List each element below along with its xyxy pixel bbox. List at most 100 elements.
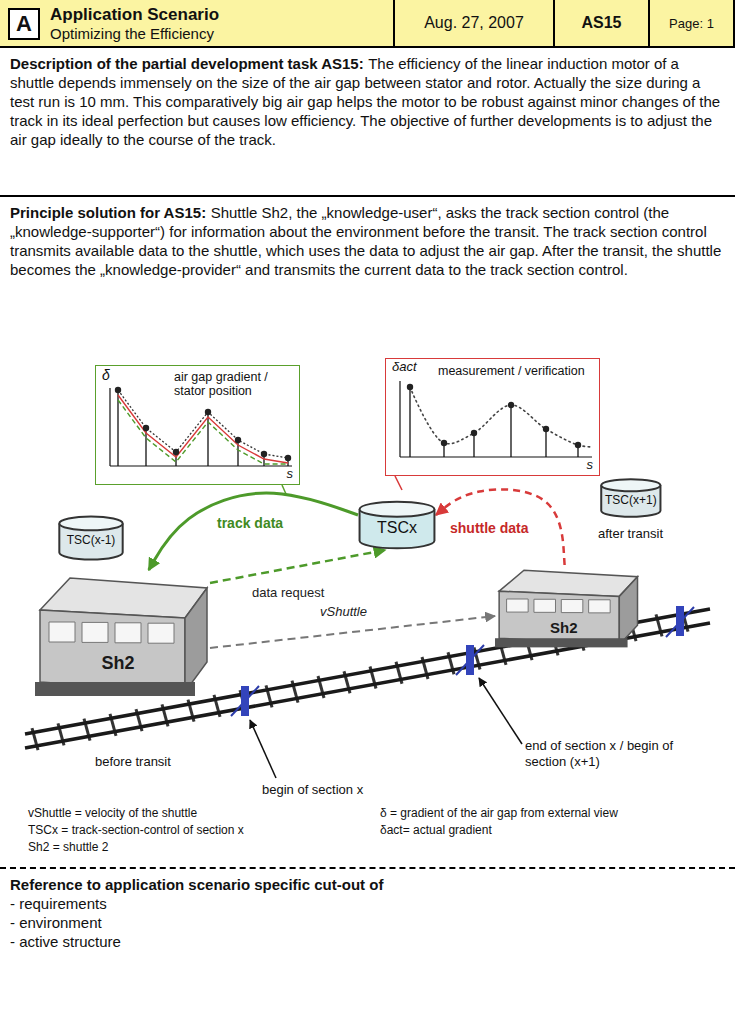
node-label: TSCx [377, 519, 417, 537]
connector-label: vShuttle [318, 604, 369, 620]
stem [545, 429, 546, 457]
pointer-arrow [479, 678, 522, 744]
shuttle-window [534, 599, 556, 612]
legend-definition: TSCx = track-section-control of section … [28, 823, 244, 837]
air-gap-chart: δ air gap gradient / stator position s [95, 365, 300, 485]
shuttle-window [148, 623, 174, 643]
shuttle-window [561, 600, 583, 613]
date-cell: Aug. 27, 2007 [395, 0, 555, 48]
section-line [666, 607, 694, 637]
node-label: Sh2 [102, 653, 135, 674]
section-line [231, 686, 259, 716]
chart-text: air gap gradient / stator position [174, 370, 296, 399]
shuttle-window [49, 622, 75, 642]
chart-text: s [587, 458, 594, 473]
legend-definition: δ = gradient of the air gap from externa… [380, 806, 618, 820]
shuttle-chassis [495, 638, 628, 647]
data-point [407, 384, 413, 390]
data-point [471, 430, 477, 436]
annotation-label: end of section x / begin of section (x+1… [525, 738, 690, 769]
shuttle-window [589, 600, 611, 613]
title-cell: Application ScenarioOptimizing the Effic… [0, 0, 395, 48]
node-label: Sh2 [550, 619, 578, 636]
pointer-arrow [250, 720, 276, 778]
axis [110, 465, 292, 466]
node-label: AS15 [581, 14, 621, 32]
stator-marker [241, 686, 249, 716]
description-section: Description of the partial development t… [0, 48, 735, 197]
cylinder-top [601, 479, 660, 491]
stem [409, 387, 410, 457]
section-text: - active structure [10, 932, 725, 951]
shuttle-window [507, 599, 529, 612]
axis [400, 456, 592, 457]
connector-label: data request [250, 585, 326, 601]
data-point [543, 426, 549, 432]
stator-marker [466, 645, 474, 675]
data-point [235, 437, 241, 443]
legend-definition: Sh2 = shuttle 2 [28, 840, 108, 854]
legend-definition: δact= actual gradient [380, 823, 492, 837]
shuttle-drawing [35, 570, 210, 700]
node-label: Application Scenario [50, 5, 219, 25]
shuttle-face [619, 577, 637, 645]
axis [399, 381, 400, 457]
data-point [285, 455, 291, 461]
gradient-line [118, 390, 288, 458]
gradient-line [118, 395, 288, 463]
gradient-line [118, 400, 288, 464]
node-label: TSC(x-1) [67, 533, 116, 547]
data-point [143, 425, 149, 431]
shuttle-face [185, 588, 207, 692]
page-cell: Page: 1 [650, 0, 735, 48]
node-label: Aug. 27, 2007 [424, 14, 524, 32]
data-point [205, 409, 211, 415]
scenario-letter-box: A [8, 8, 40, 40]
connector-label: shuttle data [448, 520, 531, 537]
stem [510, 405, 511, 457]
chart-text: δ [102, 367, 110, 383]
data-point [508, 402, 514, 408]
id-cell: AS15 [555, 0, 650, 48]
section-heading: Principle solution for AS15: [10, 204, 206, 221]
stem [473, 433, 474, 457]
track-section-control: TSC(x+1) [600, 478, 662, 518]
shuttle-chassis [35, 682, 195, 696]
data-point [575, 442, 581, 448]
chart-text: s [287, 467, 294, 482]
node-label: A [16, 11, 32, 37]
track-section-control: TSC(x-1) [58, 515, 124, 561]
annotation-label: after transit [598, 526, 663, 542]
node-label: Optimizing the Efficiency [50, 25, 214, 42]
connector [210, 550, 385, 583]
annotation-label: before transit [95, 754, 171, 770]
shuttle-drawing [495, 565, 640, 650]
section-line [456, 645, 484, 675]
connector [210, 616, 495, 648]
stem [207, 412, 208, 466]
cylinder-top [360, 502, 435, 517]
section-text: - environment [10, 913, 725, 932]
chart-text: δact [392, 360, 417, 375]
rail [25, 623, 710, 748]
shuttle: Sh2 [495, 565, 640, 650]
shuttle-face [499, 591, 619, 645]
stator-marker [676, 606, 684, 636]
chart-text: measurement / verification [438, 364, 596, 378]
data-point [173, 449, 179, 455]
connector-label: track data [215, 515, 285, 532]
axis [109, 388, 110, 466]
node-label: TSC(x+1) [605, 493, 657, 507]
shuttle-window [115, 623, 141, 643]
shuttle-window [82, 622, 108, 642]
section-text: - requirements [10, 894, 725, 913]
shuttle-face [40, 610, 185, 692]
track-section-control: TSCx [358, 500, 436, 550]
shuttle: Sh2 [35, 570, 210, 700]
section-heading: Reference to application scenario specif… [10, 875, 725, 894]
connector [149, 493, 358, 570]
annotation-label: begin of section x [262, 782, 363, 798]
cylinder-top [59, 517, 122, 531]
section-heading: Description of the partial development t… [10, 55, 364, 72]
